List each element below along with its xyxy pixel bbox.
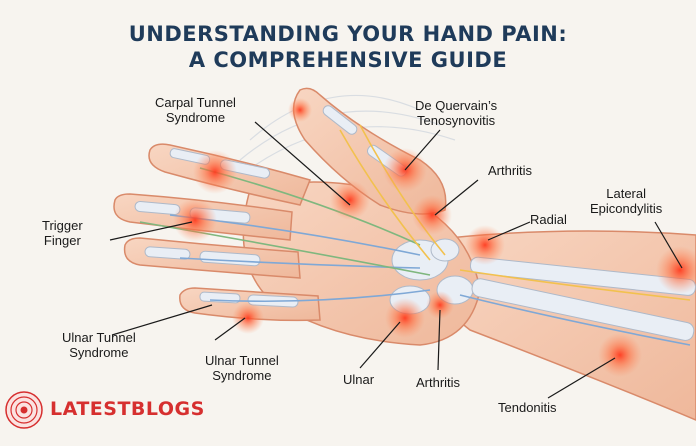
label-ulnar: Ulnar <box>343 372 374 387</box>
label-line: Trigger <box>42 218 83 233</box>
label-ulnar-tunnel-left: Ulnar Tunnel Syndrome <box>62 330 136 360</box>
label-lateral-epicondylitis: Lateral Epicondylitis <box>590 186 662 216</box>
label-de-quervain: De Quervain’s Tenosynovitis <box>415 98 497 128</box>
site-logo[interactable]: LATESTBLOGS <box>4 388 234 432</box>
label-line: Syndrome <box>155 110 236 125</box>
label-line: Ulnar Tunnel <box>62 330 136 345</box>
label-ulnar-tunnel-mid: Ulnar Tunnel Syndrome <box>205 353 279 383</box>
label-carpal-tunnel: Carpal Tunnel Syndrome <box>155 95 236 125</box>
label-line: Syndrome <box>205 368 279 383</box>
label-line: De Quervain’s <box>415 98 497 113</box>
label-arthritis-bottom: Arthritis <box>416 375 460 390</box>
label-line: Epicondylitis <box>590 201 662 216</box>
label-line: Ulnar Tunnel <box>205 353 279 368</box>
page-title-line2: A COMPREHENSIVE GUIDE <box>0 48 696 72</box>
label-line: Carpal Tunnel <box>155 95 236 110</box>
label-line: Syndrome <box>62 345 136 360</box>
label-tendonitis: Tendonitis <box>498 400 557 415</box>
label-line: Lateral <box>590 186 662 201</box>
label-line: Finger <box>42 233 83 248</box>
label-radial: Radial <box>530 212 567 227</box>
logo-text: LATESTBLOGS <box>50 398 205 420</box>
label-line: Tenosynovitis <box>415 113 497 128</box>
label-trigger-finger: Trigger Finger <box>42 218 83 248</box>
radial-waves-icon <box>4 390 44 430</box>
label-arthritis-top: Arthritis <box>488 163 532 178</box>
page-title-line1: UNDERSTANDING YOUR HAND PAIN: <box>0 22 696 46</box>
